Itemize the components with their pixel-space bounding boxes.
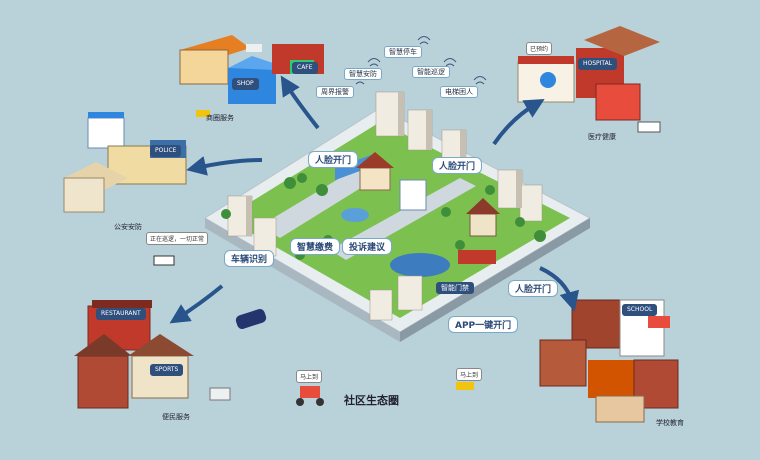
hub-label-security: 公安安防 [114,223,142,231]
arrow-to-school [539,266,580,312]
medical-cluster [517,26,661,133]
callout-face-gate-right: 人脸开门 [508,280,559,297]
community-gate [458,250,496,264]
sign-school: SCHOOL [622,304,658,316]
arrow-to-commerce [280,75,320,130]
sign-restaurant: RESTAURANT [96,308,146,320]
school-cluster [539,299,679,423]
callout-complaint: 投诉建议 [342,238,393,255]
arrow-to-medical [492,98,545,146]
callout-app-door: APP一键开门 [448,316,519,333]
callout-smart-property: 智慧缴费 [290,238,341,255]
signal-tag-5: 电梯困人 [440,86,478,98]
hub-label-medical: 医疗健康 [588,133,616,141]
sign-sports: SPORTS [150,364,184,376]
gate-sign: 智能门禁 [436,282,474,294]
signal-tag-4: 周界报警 [316,86,354,98]
sign-cafe: CAFE [292,62,318,74]
callout-face-gate-mid: 人脸开门 [432,157,483,174]
center-title: 社区生态圈 [344,394,399,407]
flow-arrows [169,75,580,324]
arrow-to-security [186,156,263,176]
arrow-to-convenience [169,284,224,324]
callout-face-gate-left: 人脸开门 [308,151,359,168]
bubble-medical: 已预约 [526,42,553,55]
bubble-delivery-2: 马上到 [456,368,483,381]
callout-parking: 车辆识别 [224,250,275,267]
signal-tag-2: 智慧安防 [344,68,382,80]
residential-towers [227,91,543,321]
hub-label-school: 学校教育 [656,419,684,427]
bubble-police: 正在巡逻，一切正常 [146,232,209,245]
hub-label-convenience: 便民服务 [162,413,190,421]
hub-label-commerce: 商圈服务 [206,114,234,122]
signal-tag-3: 智能巡逻 [412,66,450,78]
delivery-scooter [296,382,474,406]
sign-hospital: HOSPITAL [578,58,618,70]
sign-police: POLICE [150,145,182,157]
bubble-delivery-1: 马上到 [296,370,323,383]
signal-tag-1: 智慧停车 [384,46,422,58]
sign-shop: SHOP [232,78,259,90]
trees [221,173,546,260]
